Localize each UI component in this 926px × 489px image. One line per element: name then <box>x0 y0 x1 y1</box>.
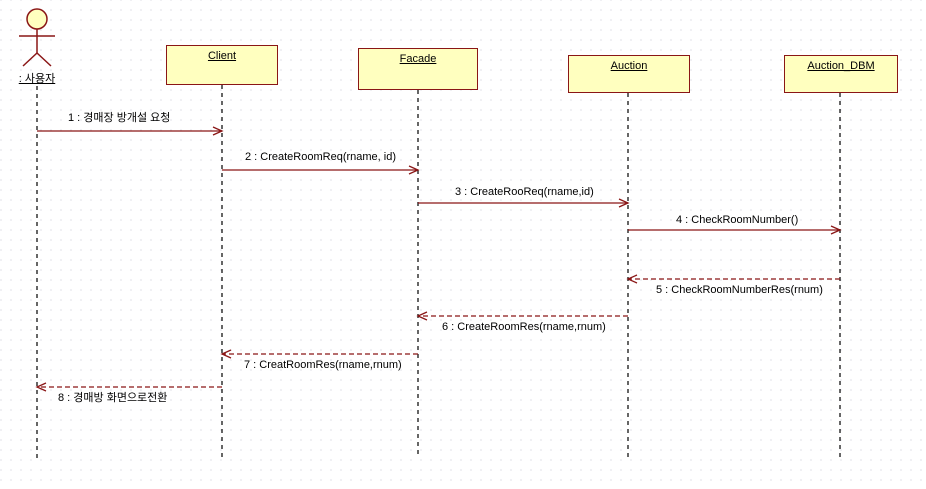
lifeline-box-client[interactable]: Client <box>166 45 278 85</box>
message-arrowhead-7 <box>220 349 232 359</box>
lifeline-box-facade[interactable]: Facade <box>358 48 478 90</box>
lifelines-layer <box>36 85 841 458</box>
lifeline-box-auction_dbm[interactable]: Auction_DBM <box>784 55 898 93</box>
message-label-6: 6 : CreateRoomRes(rname,rnum) <box>442 321 606 333</box>
lifeline-label-auction_dbm: Auction_DBM <box>807 60 875 72</box>
actor-label: : 사용자 <box>18 73 56 85</box>
lifeline-label-client: Client <box>207 50 237 62</box>
message-label-7: 7 : CreatRoomRes(rname,rnum) <box>244 359 402 371</box>
message-arrowhead-3 <box>618 198 630 208</box>
lifeline-label-auction: Auction <box>610 60 648 72</box>
message-arrowhead-4 <box>830 225 842 235</box>
message-arrowhead-5 <box>626 274 638 284</box>
lifeline-label-facade: Facade <box>399 53 437 65</box>
messages-layer <box>35 126 842 392</box>
message-label-3: 3 : CreateRooReq(rname,id) <box>455 186 594 198</box>
message-arrowhead-1 <box>212 126 224 136</box>
lifeline-box-auction[interactable]: Auction <box>568 55 690 93</box>
message-arrowhead-8 <box>35 382 47 392</box>
message-arrowhead-2 <box>408 165 420 175</box>
message-label-2: 2 : CreateRoomReq(rname, id) <box>245 151 397 163</box>
message-label-8: 8 : 경매방 화면으로전환 <box>58 392 168 404</box>
message-arrowhead-6 <box>416 311 428 321</box>
actor-stick-figure <box>19 8 55 67</box>
message-label-1: 1 : 경매장 방개설 요청 <box>68 112 171 124</box>
message-label-5: 5 : CheckRoomNumberRes(rnum) <box>656 284 823 296</box>
message-label-4: 4 : CheckRoomNumber() <box>676 214 799 226</box>
